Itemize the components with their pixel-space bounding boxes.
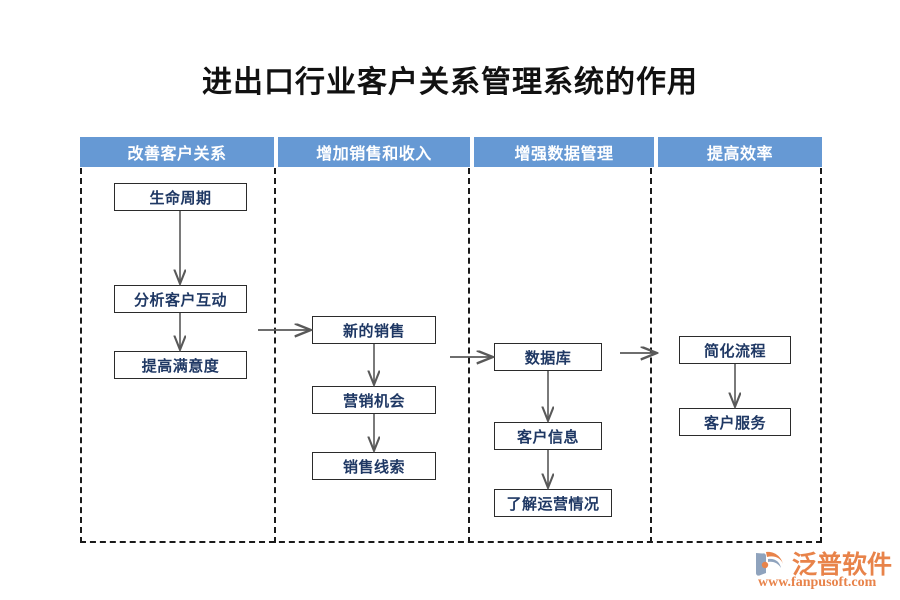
node-customer-information: 客户信息 — [494, 422, 602, 450]
column-header-improve-efficiency: 提高效率 — [658, 137, 822, 167]
page-title: 进出口行业客户关系管理系统的作用 — [202, 66, 698, 99]
node-improve-satisfaction: 提高满意度 — [114, 351, 247, 379]
node-simplify-process: 简化流程 — [679, 336, 791, 364]
column-header-increase-sales-revenue: 增加销售和收入 — [278, 137, 470, 167]
column-divider-2 — [468, 168, 470, 543]
column-divider-3 — [650, 168, 652, 543]
column-divider-1 — [274, 168, 276, 543]
column-header-enhance-data-management: 增强数据管理 — [474, 137, 654, 167]
logo-name: 泛普软件 — [792, 551, 893, 579]
node-sales-leads: 销售线索 — [312, 452, 436, 480]
node-new-sales: 新的销售 — [312, 316, 436, 344]
watermark-logo: 泛普软件 www.fanpusoft.com — [752, 547, 892, 595]
logo-url: www.fanpusoft.com — [758, 575, 877, 590]
node-customer-service: 客户服务 — [679, 408, 791, 436]
swimlane-container — [80, 168, 822, 543]
node-marketing-opportunity: 营销机会 — [312, 386, 436, 414]
node-lifecycle: 生命周期 — [114, 183, 247, 211]
node-understand-operations: 了解运营情况 — [494, 489, 612, 517]
node-database: 数据库 — [494, 343, 602, 371]
column-header-improve-customer-relations: 改善客户关系 — [80, 137, 274, 167]
node-analyze-customer-interaction: 分析客户互动 — [114, 285, 247, 313]
fanpu-logo-icon — [756, 551, 783, 576]
